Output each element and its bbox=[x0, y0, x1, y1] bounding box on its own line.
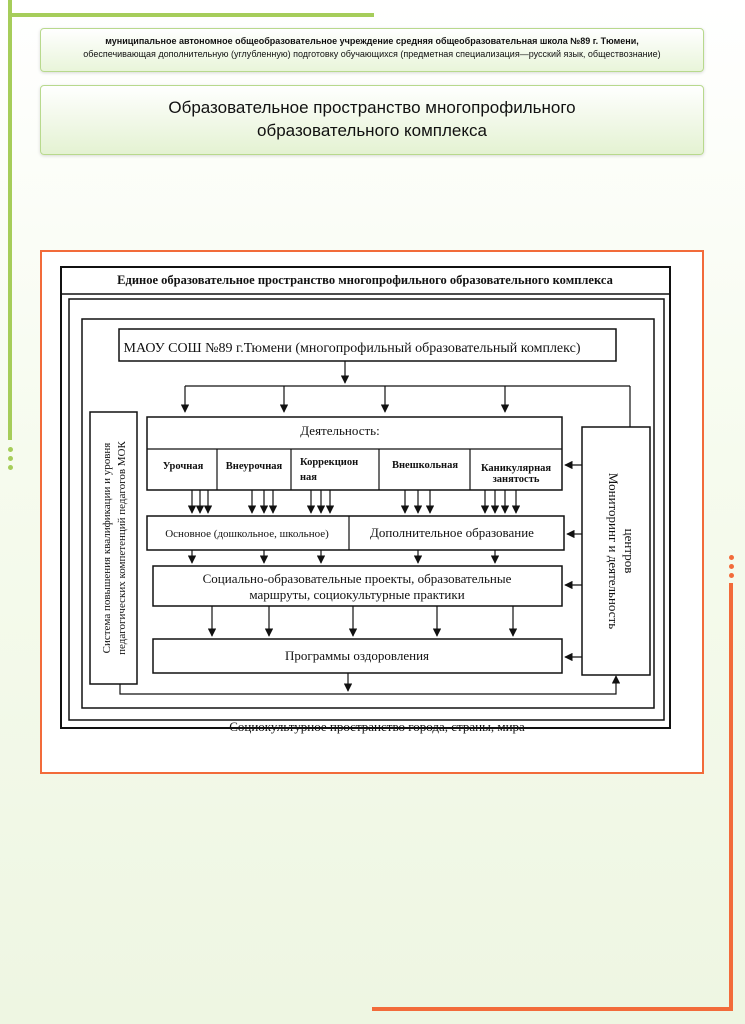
orange-accent-stripe bbox=[729, 583, 733, 1011]
green-accent-dot bbox=[8, 465, 13, 470]
education-to-projects-arrows bbox=[187, 550, 500, 564]
unified-space-box bbox=[60, 266, 671, 729]
projects-label-line-1: Социально-образовательные проекты, образ… bbox=[203, 571, 512, 586]
qualification-box bbox=[89, 411, 138, 685]
activity-item-holiday-1: Каникулярная bbox=[481, 463, 551, 474]
complex-diagram: Единое образовательное пространство мног… bbox=[60, 266, 671, 734]
activity-item-holiday-2: занятость bbox=[493, 474, 540, 485]
slide-title: Образовательное пространство многопрофил… bbox=[40, 85, 704, 155]
slide-title-line-2: образовательного комплекса bbox=[257, 121, 487, 140]
slide-title-line-1: Образовательное пространство многопрофил… bbox=[168, 98, 576, 117]
orange-accent-dot bbox=[729, 555, 734, 560]
activity-to-education-arrows bbox=[187, 490, 521, 514]
activity-title: Деятельность: bbox=[300, 423, 379, 438]
qualification-label-line-1: Система повышения квалификации и уровня bbox=[101, 443, 113, 654]
additional-education-label: Дополнительное образование bbox=[370, 525, 534, 540]
activity-item-lesson: Урочная bbox=[163, 461, 204, 472]
qualification-label-line-2: педагогических компетенций педагогов МОК bbox=[116, 441, 128, 655]
activity-item-extracurricular: Внеурочная bbox=[226, 461, 283, 472]
bottom-feedback-loop bbox=[119, 673, 621, 695]
monitoring-box bbox=[581, 426, 651, 676]
activity-item-correctional-2: ная bbox=[300, 472, 317, 483]
institution-profile: обеспечивающая дополнительную (углубленн… bbox=[83, 49, 661, 59]
school-box bbox=[118, 328, 617, 362]
unified-space-title: Единое образовательное пространство мног… bbox=[117, 273, 613, 287]
institution-name: муниципальное автономное общеобразовател… bbox=[105, 36, 639, 46]
orange-accent-dot bbox=[729, 573, 734, 578]
green-accent-dot bbox=[8, 447, 13, 452]
monitoring-label-line-2: центров bbox=[622, 529, 637, 574]
activity-box bbox=[146, 416, 563, 491]
activity-item-correctional-1: Коррекцион bbox=[300, 457, 358, 468]
projects-to-health-arrows bbox=[207, 606, 518, 637]
activity-item-out-of-school: Внешкольная bbox=[392, 460, 458, 471]
diagram-frame: Единое образовательное пространство мног… bbox=[40, 250, 704, 774]
health-programs-label: Программы оздоровления bbox=[285, 648, 429, 663]
basic-education-label: Основное (дошкольное, школьное) bbox=[165, 528, 329, 540]
monitoring-label-line-1: Мониторинг и деятельность bbox=[606, 473, 621, 629]
health-programs-box bbox=[152, 638, 563, 674]
education-box bbox=[146, 515, 565, 551]
school-label: МАОУ СОШ №89 г.Тюмени (многопрофильный о… bbox=[124, 341, 581, 356]
green-accent-top-bar bbox=[8, 13, 374, 17]
green-accent-dot bbox=[8, 456, 13, 461]
sociocultural-box bbox=[68, 298, 665, 721]
projects-label-line-2: маршруты, социокультурные практики bbox=[249, 587, 464, 602]
orange-accent-dot bbox=[729, 564, 734, 569]
sociocultural-label: Социокультурное пространство города, стр… bbox=[229, 719, 525, 734]
monitoring-feedback-arrows bbox=[564, 460, 582, 662]
complex-inner-box bbox=[81, 318, 655, 709]
institution-header: муниципальное автономное общеобразовател… bbox=[40, 28, 704, 72]
green-accent-stripe bbox=[8, 0, 12, 440]
orange-accent-bottom-bar bbox=[372, 1007, 733, 1011]
projects-box bbox=[152, 565, 563, 607]
